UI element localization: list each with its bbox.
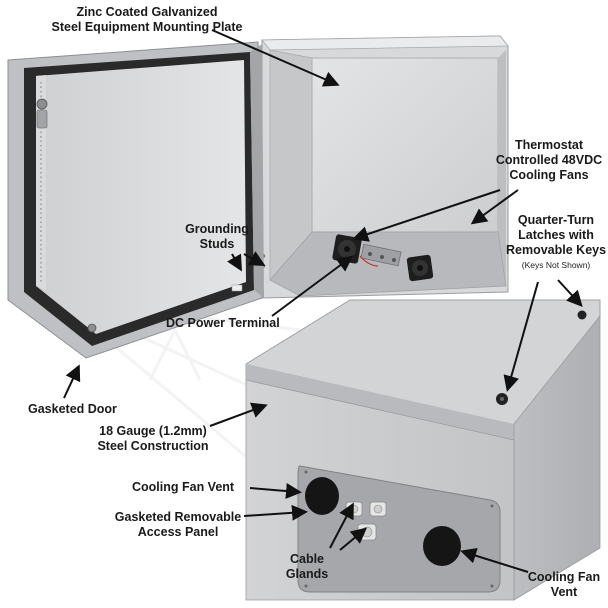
label-mounting-plate: Zinc Coated Galvanized Steel Equipment M… [42,5,252,35]
label-cooling-fan-vent-right: Cooling Fan Vent [522,570,606,600]
door-latch-bottom [87,323,97,333]
label-gasketed-door: Gasketed Door [28,402,117,417]
label-cooling-fan-vent-left: Cooling Fan Vent [132,480,234,495]
label-line: Thermostat [514,138,584,152]
cooling-fan-vent-left [305,477,339,515]
enclosure-door [7,41,264,359]
label-line: DC Power Terminal [166,316,280,330]
label-dc-power-terminal: DC Power Terminal [166,316,280,331]
label-line: Glands [285,567,329,581]
label-access-panel: Gasketed Removable Access Panel [106,510,250,540]
mounting-plate [311,57,499,233]
label-line: Latches with [518,228,594,242]
label-note: (Keys Not Shown) [521,260,591,270]
label-line: Quarter-Turn [517,213,595,227]
label-line: Gasketed Removable [114,510,242,524]
label-line: Gasketed Door [28,402,117,416]
access-panel [297,465,501,593]
callout-arrows [63,29,583,573]
label-line: Grounding [185,222,249,236]
label-line: Vent [550,585,578,599]
quarter-turn-latch [577,310,587,320]
label-cable-glands: Cable Glands [282,552,332,582]
label-line: Cooling Fan [527,570,601,584]
label-line: 18 Gauge (1.2mm) [99,424,207,438]
label-line: Removable Keys [506,243,607,257]
label-line: Steel Construction [97,439,209,453]
label-line: Cooling Fan Vent [132,480,235,494]
label-gauge: 18 Gauge (1.2mm) Steel Construction [88,424,218,454]
cooling-fan-right [406,254,434,282]
label-line: Studs [199,237,235,251]
label-line: Cooling Fans [509,168,589,182]
cable-gland [369,501,387,517]
door-latch-top [36,98,48,110]
closed-enclosure [245,299,601,601]
label-line: Steel Equipment Mounting Plate [51,20,243,34]
label-latches: Quarter-Turn Latches with Removable Keys… [506,213,606,273]
label-line: Zinc Coated Galvanized [76,5,218,19]
cooling-fan-vent-right [423,526,461,566]
label-line: Access Panel [137,525,219,539]
dc-power-terminal [359,243,402,267]
label-grounding-studs: Grounding Studs [172,222,262,252]
label-thermostat: Thermostat Controlled 48VDC Cooling Fans [494,138,604,183]
label-line: Cable [289,552,325,566]
open-enclosure [7,35,509,359]
label-line: Controlled 48VDC [495,153,603,167]
